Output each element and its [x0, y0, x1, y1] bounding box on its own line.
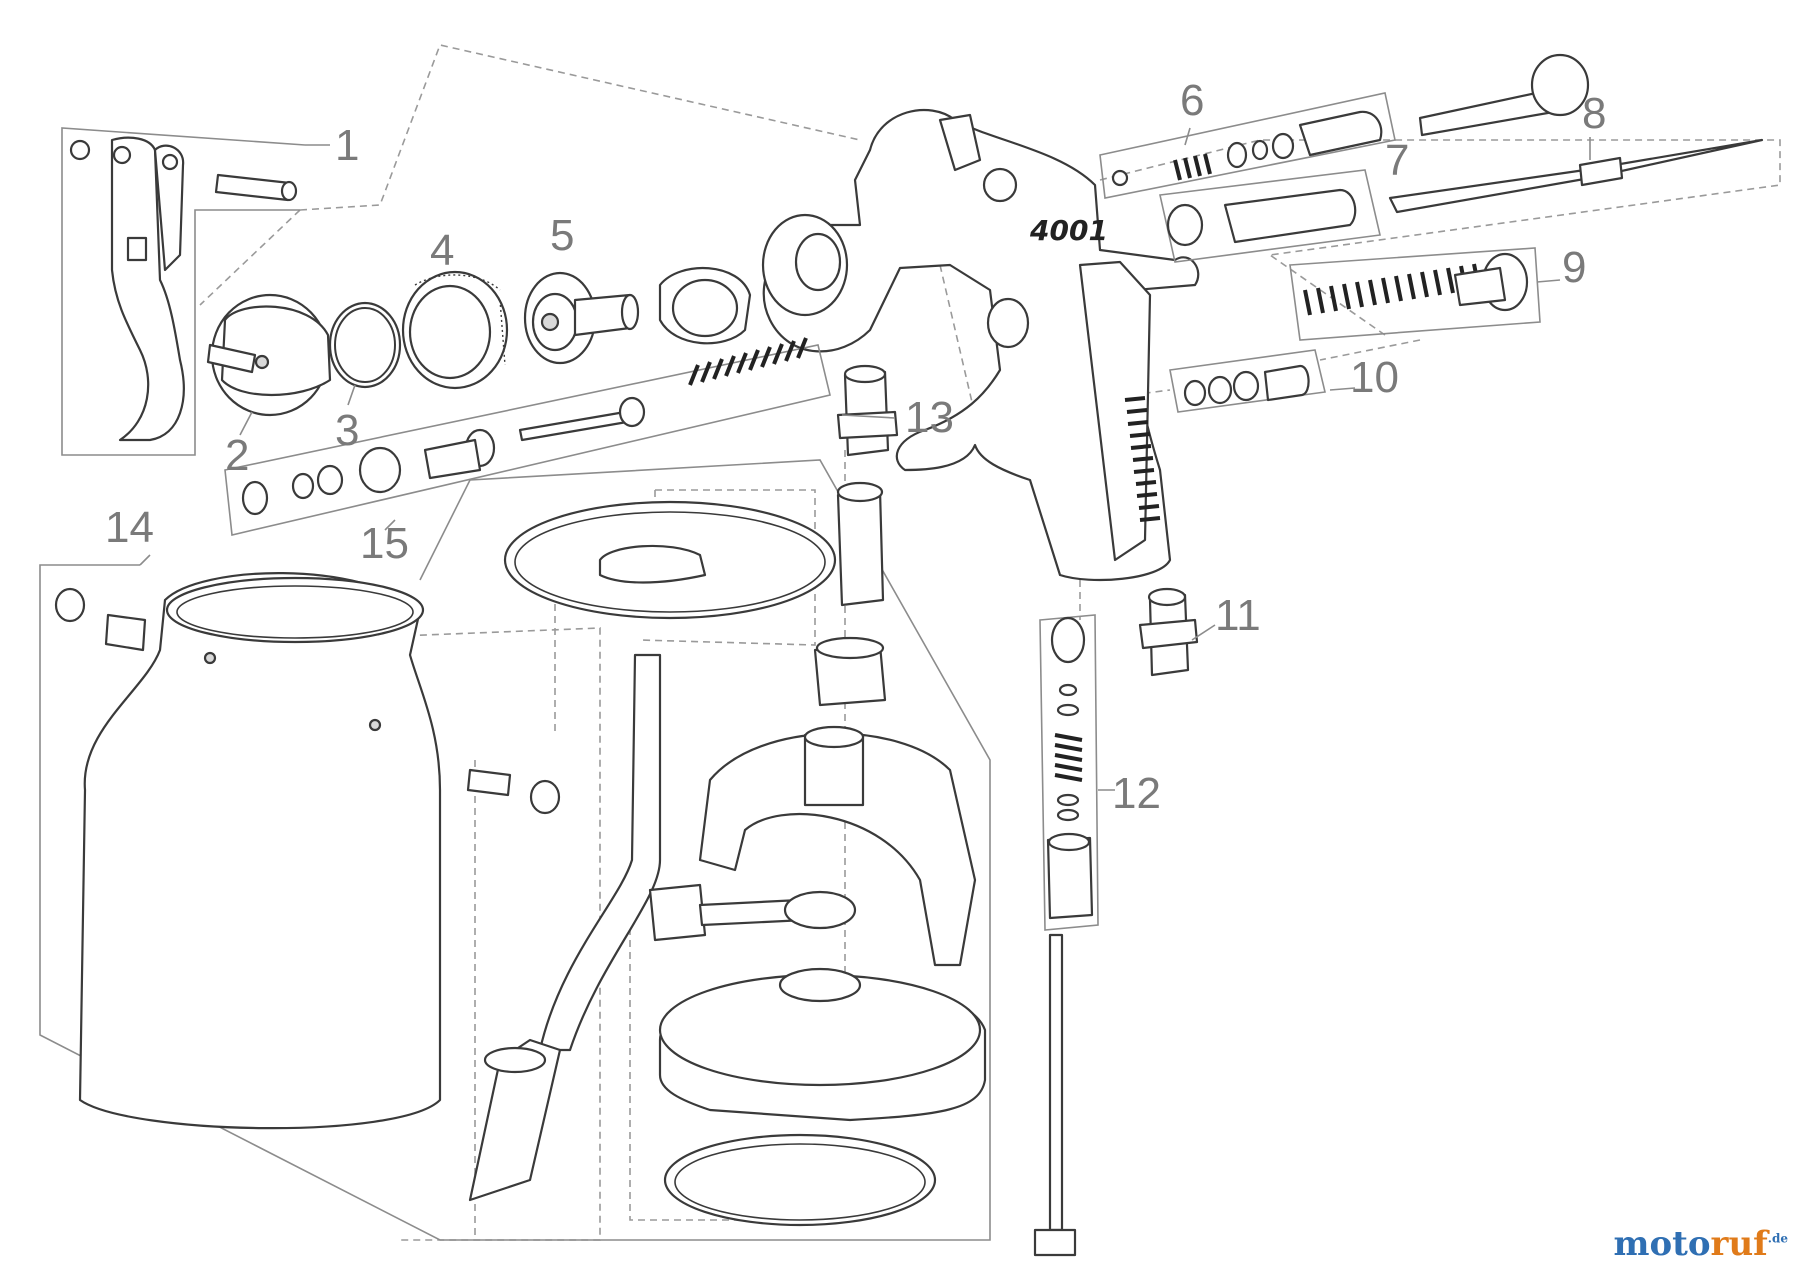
callout-4: 4: [430, 226, 454, 275]
part-group-7: [1159, 169, 1381, 263]
part-13-fitting: [836, 364, 899, 457]
part-5-fluid-nozzle: [523, 271, 640, 365]
part-group-15-needle-set: [224, 337, 831, 536]
callout-11: 11: [1215, 591, 1261, 640]
callout-14: 14: [105, 503, 154, 552]
motoruf-watermark: motoruf.de: [1613, 1224, 1788, 1264]
gun-model-label: 4001: [1029, 214, 1108, 247]
part-8-needle-upper: [1418, 53, 1590, 137]
cup-lid: [658, 967, 987, 1122]
watermark-suffix: .de: [1767, 1231, 1788, 1246]
callout-10: 10: [1350, 353, 1399, 402]
part-group-1-trigger: [61, 127, 306, 456]
callout-9: 9: [1562, 243, 1586, 292]
callout-7: 7: [1385, 136, 1409, 185]
callout-1: 1: [335, 121, 359, 170]
watermark-part2: ruf: [1710, 1224, 1768, 1264]
handle-grip-ribs: [1124, 396, 1161, 522]
callout-6: 6: [1180, 76, 1204, 125]
callout-3: 3: [335, 406, 359, 455]
part-group-10: [1169, 349, 1326, 413]
callout-12: 12: [1112, 769, 1161, 818]
fluid-tube-and-nut: [813, 481, 887, 707]
cup-lid-seal: [663, 1133, 937, 1227]
cup-yoke-bracket: [648, 725, 977, 967]
callout-15: 15: [360, 519, 409, 568]
part-2-air-cap: [206, 293, 332, 417]
pickup-tube: [468, 653, 662, 1202]
callout-leader-lines: [139, 127, 1591, 791]
part-8-needle: [1388, 138, 1764, 214]
part-3-oring: [328, 301, 402, 389]
callout-13: 13: [905, 393, 954, 442]
callout-2: 2: [225, 431, 249, 480]
gun-body: 4001: [761, 108, 1200, 582]
callout-5: 5: [550, 211, 574, 260]
part-seal-ring: [658, 267, 752, 345]
watermark-part1: moto: [1613, 1224, 1711, 1264]
part-group-6: [1099, 92, 1396, 199]
callout-8: 8: [1582, 89, 1606, 138]
part-11-air-inlet: [1138, 587, 1199, 677]
part-group-9-spring: [1289, 247, 1541, 341]
part-4-retaining-ring: [401, 270, 509, 390]
part-group-14-cup: [39, 459, 991, 1241]
cup-lid-gasket: [503, 500, 837, 620]
callout-labels: 1 2 3 4 5 6 7 8 9 10 11 12 13 14 15: [105, 76, 1606, 818]
part-group-12-air-valve: [1033, 614, 1099, 1257]
